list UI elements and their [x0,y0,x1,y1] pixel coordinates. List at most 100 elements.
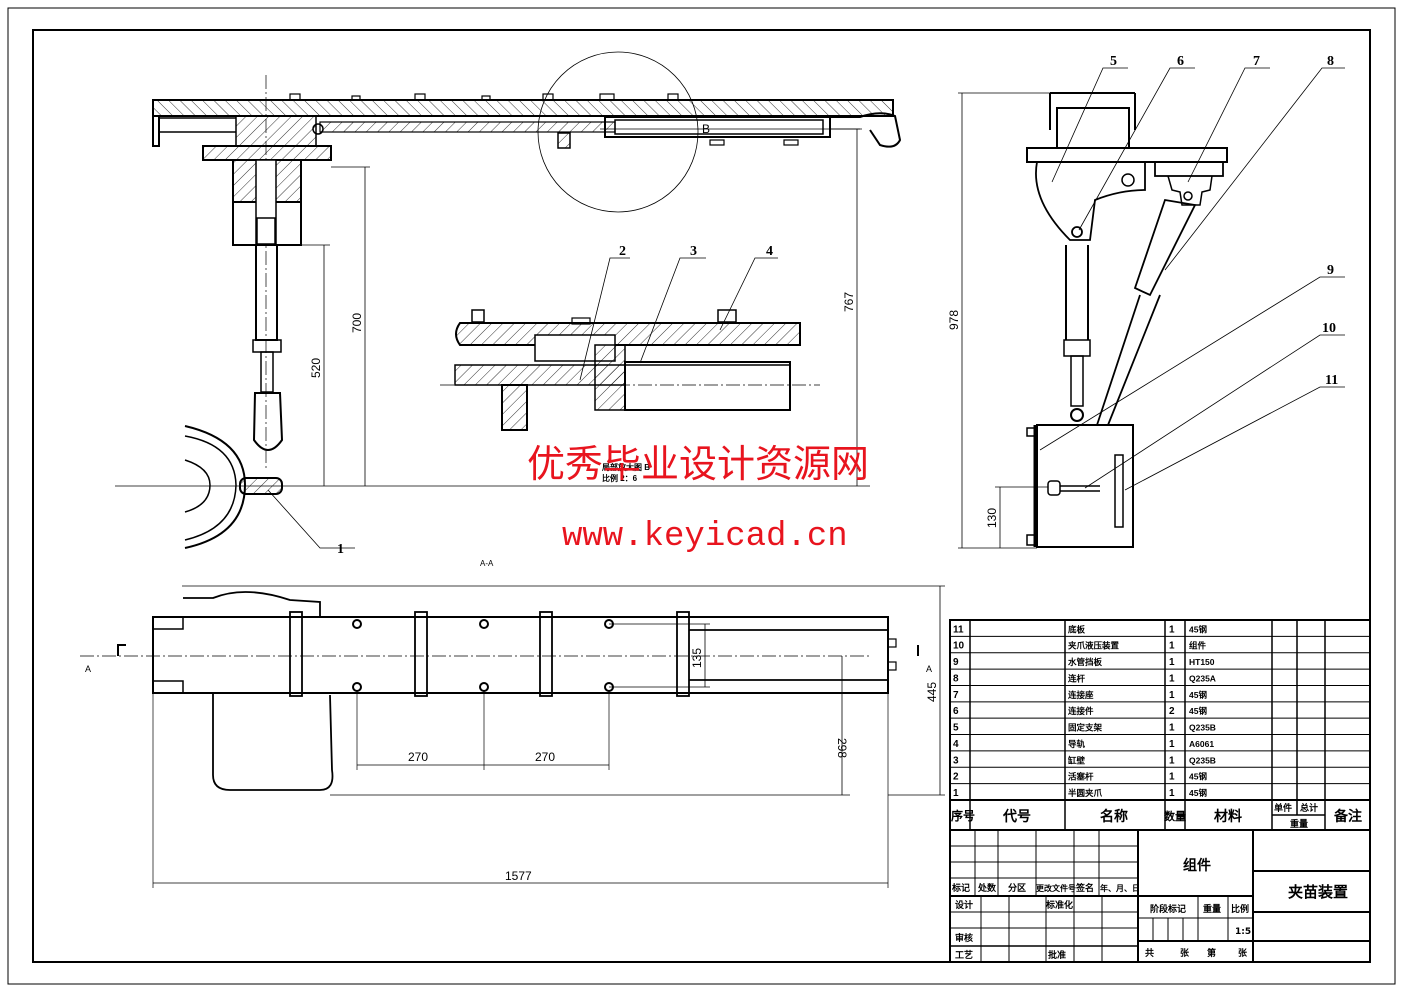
detail-b-view [440,257,820,431]
header-qty: 数量 [1164,809,1186,823]
cell-name: 连接件 [1068,706,1094,716]
cell-qty: 1 [1169,673,1175,684]
dim-270-a: 270 [408,750,428,764]
cell-name: 夹爪液压装置 [1068,641,1120,651]
cell-name: 固定支架 [1068,723,1103,733]
cell-material: HT150 [1189,657,1215,667]
label-design: 设计 [955,899,973,911]
cell-qty: 1 [1169,641,1175,652]
label-standardization: 标准化 [1045,899,1073,911]
balloon-11: 11 [1325,373,1338,388]
dim-445: 445 [925,682,939,702]
dim-978: 978 [947,310,961,330]
watermark-title: 优秀毕业设计资源网 [527,442,869,486]
label-scale: 比例 [1231,903,1249,915]
cell-qty: 1 [1169,723,1175,734]
front-view [115,51,902,549]
side-view [958,67,1345,549]
cell-name: 底板 [1068,624,1086,634]
front-view-dimensions: 520 700 767 B 1 A-A [309,122,856,568]
scale-value: 1:5 [1235,927,1251,937]
balloon-6: 6 [1177,54,1184,69]
label-stage-mark: 阶段标记 [1150,903,1186,915]
cell-material: 45钢 [1189,706,1207,716]
rev-mark: 标记 [951,882,970,894]
rev-doc: 更改文件号 [1036,883,1076,893]
cell-qty: 1 [1169,772,1175,783]
balloon-10: 10 [1322,321,1336,336]
label-process: 工艺 [955,949,973,961]
dim-520: 520 [309,358,323,378]
cell-name: 连杆 [1068,673,1086,683]
cell-qty: 1 [1169,690,1175,701]
cell-no: 8 [953,673,959,684]
balloon-7: 7 [1253,54,1260,69]
cell-no: 10 [953,641,965,652]
cell-no: 11 [953,624,964,635]
cell-name: 活塞杆 [1068,772,1094,782]
cell-qty: 2 [1169,706,1175,717]
parts-list-header: 序号 代号 名称 数量 材料 单件 总计 重量 备注 [951,802,1362,830]
dim-298: 298 [835,738,849,758]
cell-no: 4 [953,739,959,750]
rev-date: 年、月、日 [1100,883,1140,893]
rev-sign: 签名 [1075,882,1094,894]
cell-name: 水管挡板 [1067,657,1103,667]
cell-material: 45钢 [1189,690,1207,700]
header-material: 材料 [1214,808,1242,825]
header-name: 名称 [1100,808,1128,825]
label-sheet-no: 第 [1207,947,1216,959]
drawing-title: 夹苗装置 [1288,883,1348,901]
title-block-text: 标记 处数 分区 更改文件号 签名 年、月、日 设计 标准化 审核 工艺 批准 … [951,857,1348,961]
cell-material: 组件 [1189,641,1207,651]
cell-qty: 1 [1169,739,1175,750]
cell-qty: 1 [1169,657,1175,668]
cell-material: Q235B [1189,755,1216,765]
cell-no: 6 [953,706,959,717]
cell-qty: 1 [1169,624,1175,635]
title-block [949,829,1371,963]
label-sheets-unit1: 张 [1180,947,1190,959]
section-mark-right: A [926,664,932,674]
cell-name: 连接座 [1068,690,1094,700]
parts-list-row: 4 导轨 1 A6061 [950,734,1370,750]
label-review: 审核 [955,932,973,944]
dim-135: 135 [690,648,704,668]
top-view [80,585,945,888]
parts-list-row: 11 底板 1 45钢 [953,624,1207,635]
cell-name: 导轨 [1068,739,1086,749]
cell-material: 45钢 [1189,624,1207,634]
detail-b-labels: 2 3 4 局部放大图 B 比例 2：6 [601,244,773,483]
cell-no: 5 [953,723,959,734]
detail-note-line1: 局部放大图 B [601,462,650,472]
header-total: 总计 [1300,802,1318,814]
label-sheets-unit2: 张 [1238,947,1248,959]
cell-no: 1 [953,788,959,799]
rev-count: 处数 [977,882,997,894]
cell-name: 半圆夹爪 [1068,788,1103,798]
label-approve: 批准 [1048,949,1066,961]
balloon-3: 3 [690,244,697,259]
cell-material: Q235A [1189,673,1216,683]
dim-700: 700 [350,313,364,333]
parts-list-row: 6 连接件 2 45钢 [950,701,1370,717]
section-mark-left: A [85,664,91,674]
dim-767: 767 [842,292,856,312]
cell-material: A6061 [1189,739,1214,749]
label-sheets-total: 共 [1145,947,1154,959]
cell-material: 45钢 [1189,788,1207,798]
parts-list-row: 8 连杆 1 Q235A [950,668,1370,684]
detail-circle-b [537,51,699,213]
dim-130: 130 [985,508,999,528]
dim-1577: 1577 [505,869,532,883]
detail-note-line2: 比例 2：6 [602,473,638,483]
cell-material: 45钢 [1189,772,1207,782]
header-no: 序号 [951,808,975,823]
balloon-4: 4 [766,244,773,259]
